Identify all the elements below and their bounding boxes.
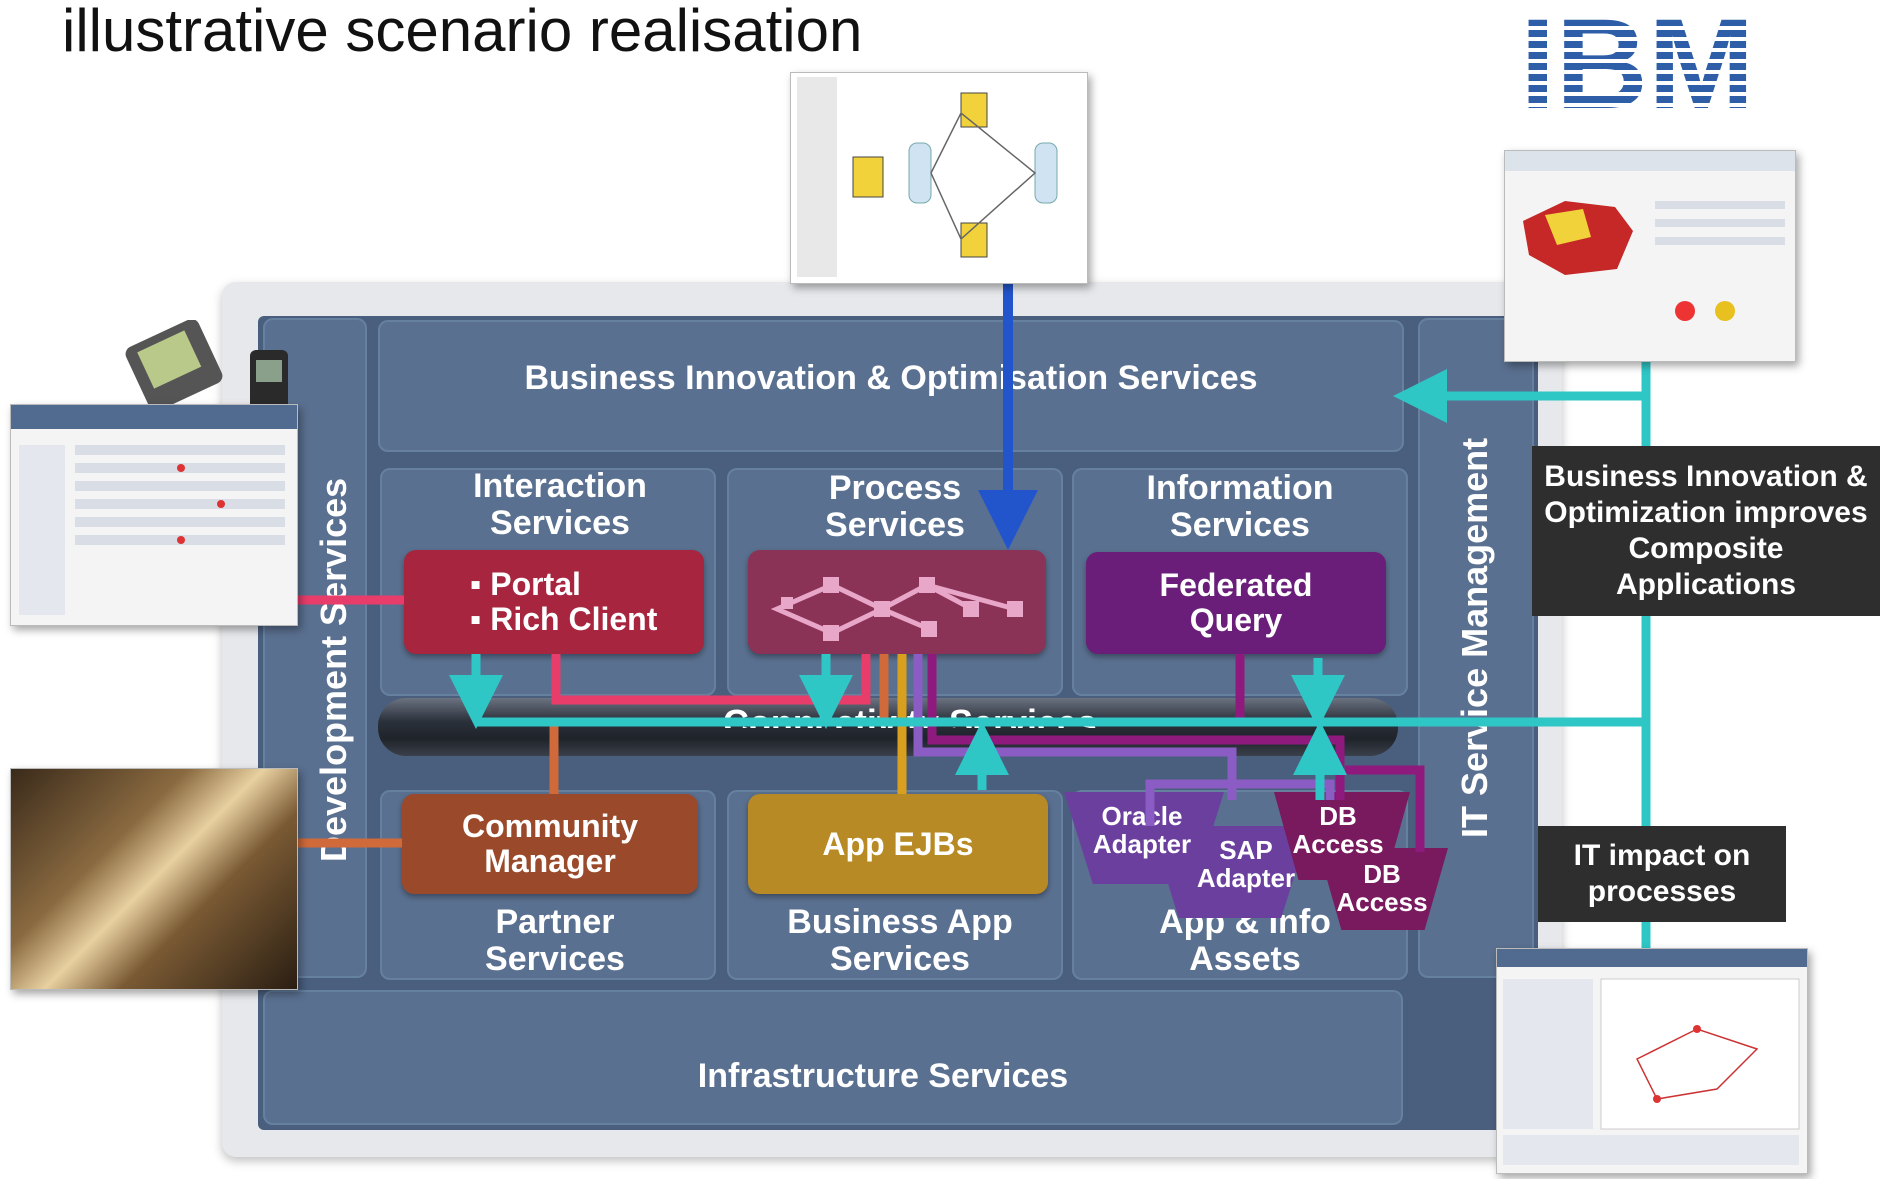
adapter-bus-link (1145, 779, 1335, 826)
process-purple-link (913, 654, 1237, 800)
dashboard-screenshot-left (10, 404, 298, 626)
process-services-label: Process Services (825, 469, 965, 544)
sap-adapter-shape (1150, 826, 1310, 918)
db-access-shape-2 (1318, 848, 1448, 930)
interaction-services-label: Interaction Services (473, 467, 647, 542)
federated-query-box: Federated Query (1086, 552, 1386, 654)
process-purple-link-2 (927, 654, 1345, 800)
map-dashboard-screenshot (1504, 150, 1796, 362)
business-app-services-label: Business App Services (787, 903, 1013, 978)
factory-photo (10, 768, 298, 990)
process-flow-box (748, 550, 1046, 654)
app-ejbs-box: App EJBs (748, 794, 1048, 894)
it-monitor-screenshot (1496, 948, 1808, 1174)
process-flow-icon (770, 577, 1023, 641)
db-access-label-2: DB Access (1336, 859, 1428, 918)
business-innovation-label: Business Innovation & Optimisation Servi… (524, 359, 1258, 397)
slide-title: illustrative scenario realisation (62, 0, 863, 64)
bio-callout: Business Innovation & Optimization impro… (1532, 446, 1880, 616)
ibm-logo-text: IBM (1520, 8, 1755, 118)
portal-process-link (551, 654, 871, 705)
bpm-model-screenshot (790, 72, 1088, 284)
sap-adapter-label: SAP Adapter (1196, 835, 1296, 894)
oracle-adapter-label: Oracle Adapter (1092, 801, 1192, 860)
portal-rich-client-box: ▪ Portal ▪ Rich Client (404, 550, 704, 654)
db-access-label-1: DB Access (1292, 801, 1384, 860)
community-manager-box: Community Manager (402, 794, 698, 894)
information-services-label: Information Services (1146, 469, 1334, 544)
partner-services-label: Partner Services (485, 903, 625, 978)
pda-phone-devices (120, 319, 300, 460)
business-innovation-panel (378, 320, 1404, 452)
portal-item: ▪ Portal (470, 566, 581, 603)
ibm-logo: IBM (1520, 0, 1790, 136)
infrastructure-label: Infrastructure Services (697, 1057, 1069, 1095)
it-impact-callout: IT impact on processes (1538, 826, 1786, 922)
rich-client-item: ▪ Rich Client (470, 601, 658, 637)
infrastructure-panel (263, 990, 1403, 1125)
db-access-link (1345, 765, 1425, 852)
